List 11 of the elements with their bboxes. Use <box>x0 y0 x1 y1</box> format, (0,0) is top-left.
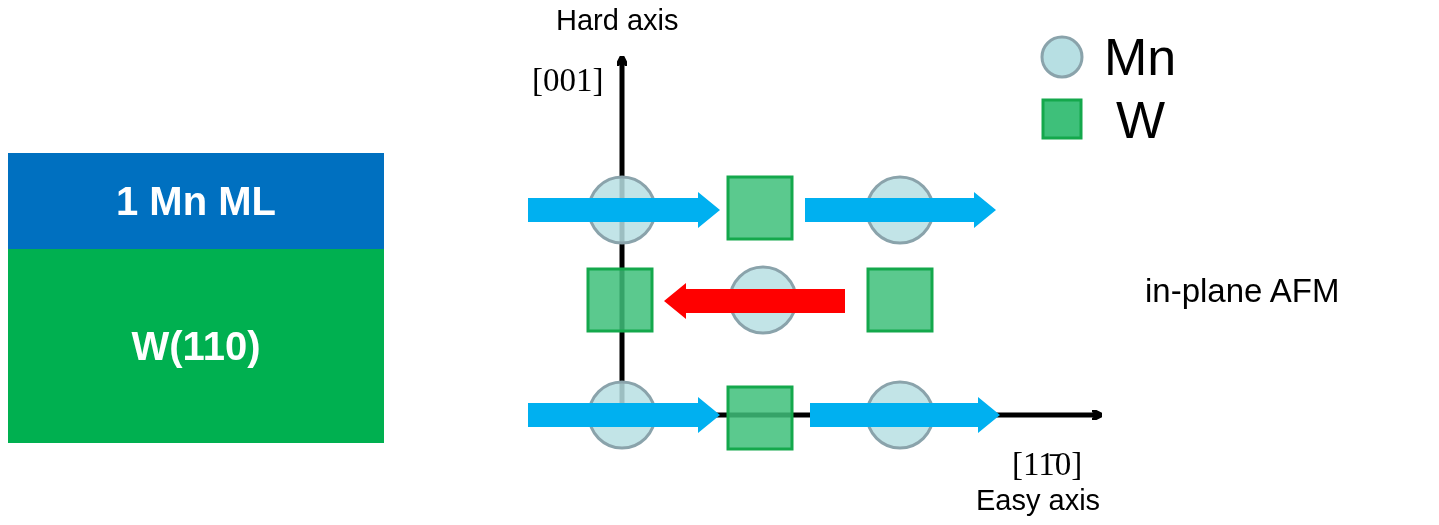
axis-label: Easy axis <box>976 484 1101 517</box>
legend-label: Mn <box>1104 27 1177 87</box>
phase-label: in-plane AFM <box>1145 272 1340 310</box>
layer-label: W(110) <box>131 323 261 369</box>
layer-box <box>8 249 384 443</box>
legend-label: W <box>1116 90 1166 150</box>
layer-label: 1 Mn ML <box>116 178 276 224</box>
axis-label: Hard axis <box>556 4 679 37</box>
layer-box <box>8 153 384 249</box>
direction-index: [11̄0] <box>1012 446 1083 483</box>
direction-index: [001] <box>532 62 604 99</box>
